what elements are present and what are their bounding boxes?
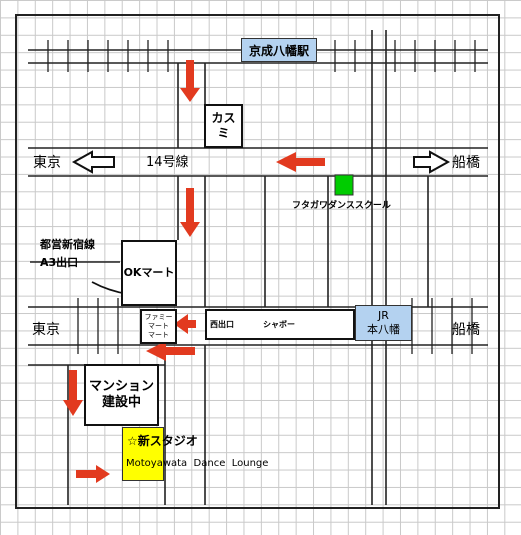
mansion-label-2: 建設中 [101, 395, 141, 410]
family-mart-store: ファミーマート マート [140, 309, 177, 344]
route14-label: 14号線 [146, 155, 189, 170]
family-mart-label-1: ファミーマート [144, 313, 173, 331]
station-building: 西出口 シャボー [205, 309, 355, 340]
direction-funabashi-lower: 船橋 [452, 322, 480, 338]
route-arrow-8 [76, 465, 110, 483]
dance-school-marker [334, 174, 354, 196]
arrow-tokyo-outline [71, 150, 115, 174]
map-frame [15, 14, 500, 509]
route-arrow-3 [180, 188, 200, 237]
keisei-yawata-label: 京成八幡駅 [248, 43, 309, 58]
direction-tokyo-upper: 東京 [33, 155, 61, 171]
route-arrow-1 [180, 60, 200, 102]
jr-label: JR [378, 308, 389, 322]
direction-tokyo-lower: 東京 [32, 322, 60, 338]
family-mart-label-2: マート [148, 330, 169, 339]
keisei-yawata-station: 京成八幡駅 [241, 38, 317, 62]
arrow-funabashi-outline [413, 150, 451, 174]
jr-motoyawata-station: JR 本八幡 [355, 305, 412, 341]
studio-block [122, 427, 164, 481]
mansion-construction: マンション 建設中 [84, 364, 159, 426]
ok-mart-label: OKマート [123, 266, 175, 279]
dance-school-label: フタガワダンススクール [292, 201, 391, 211]
railway-ticks [47, 40, 476, 354]
route-arrow-7 [63, 370, 83, 416]
shabo-label: シャボー [263, 320, 295, 329]
direction-funabashi-upper: 船橋 [452, 155, 480, 171]
motoyawata-label: 本八幡 [367, 323, 400, 336]
subway-exit-label: A3出口 [40, 256, 79, 269]
road-lines [28, 30, 488, 505]
route-arrows [63, 60, 345, 483]
route-arrow-6 [146, 341, 195, 361]
route-arrow-4 [174, 314, 196, 334]
subway-line-label: 都営新宿線 [40, 238, 95, 251]
route-arrow-2 [276, 152, 325, 172]
west-exit-label: 西出口 [210, 320, 234, 329]
kasumi-label: カスミ [211, 111, 236, 140]
studio-name-label: ☆新スタジオ [127, 434, 198, 448]
studio-name-en-label: Motoyawata Dance Lounge [126, 458, 269, 469]
mansion-label-1: マンション [88, 378, 154, 394]
ok-mart-store: OKマート [121, 240, 177, 306]
kasumi-store: カスミ [204, 104, 243, 148]
